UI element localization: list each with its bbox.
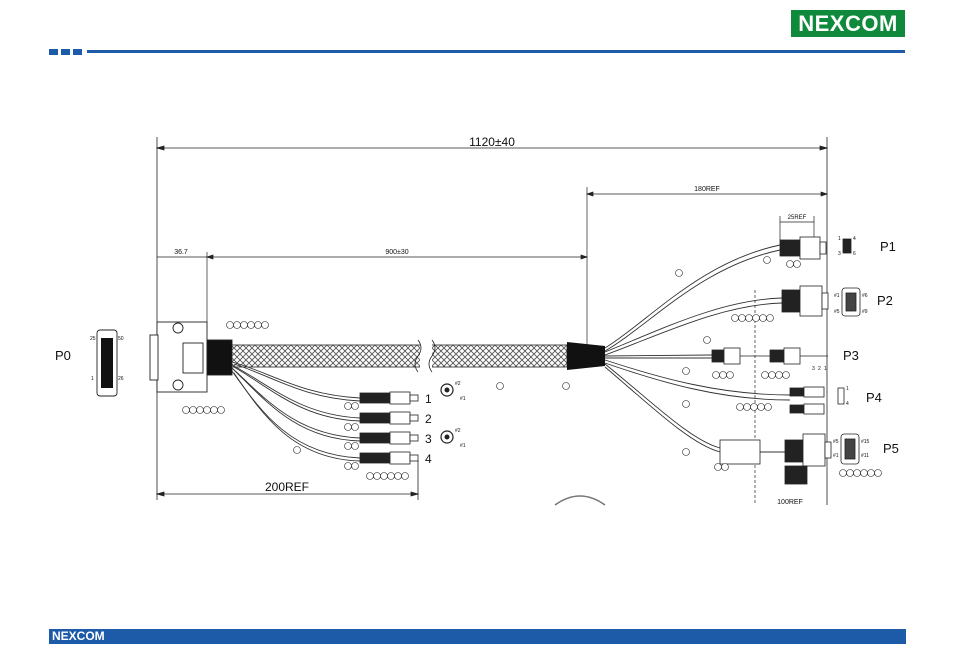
p5-pin-11: #11	[861, 453, 869, 459]
p1-pin-3: 3	[838, 251, 841, 257]
rca-plugs	[359, 391, 419, 465]
p2-pin-9: #9	[862, 309, 868, 315]
p4-pin-4: 4	[846, 401, 849, 407]
p2-connector	[781, 285, 861, 317]
ref200-dimension	[155, 460, 420, 500]
rca-label-2: 2	[425, 412, 432, 426]
p2-pin-5: #5	[834, 309, 840, 315]
p5-pin-5: #5	[833, 439, 839, 445]
p1-pin-1: 1	[838, 236, 841, 242]
rca-label-4: 4	[425, 452, 432, 466]
rca-label-1: 1	[425, 392, 432, 406]
header-line	[87, 50, 905, 53]
footer-logo: NEXCOM	[52, 629, 105, 643]
ref180-dimension	[585, 187, 829, 345]
p3-pin-2: 2	[818, 366, 821, 372]
nexcom-logo: NEXCOM	[791, 10, 905, 37]
p1-pin-4: 4	[853, 236, 856, 242]
d36-dimension	[157, 252, 589, 330]
p3-connector	[711, 347, 828, 365]
ref25-label: 25REF	[788, 215, 807, 221]
overall-length-label: 1120±40	[469, 135, 515, 149]
rca-face-views	[440, 383, 454, 444]
p3-label: P3	[843, 348, 859, 363]
ref180-label: 180REF	[694, 186, 720, 193]
p0-pin-1: 1	[91, 376, 94, 382]
p0-pin-50: 50	[118, 336, 124, 342]
p0-label: P0	[55, 348, 71, 363]
p5-pin-1: #1	[833, 453, 839, 459]
rca-label-3: 3	[425, 432, 432, 446]
p4-connector	[789, 386, 845, 415]
p1-pin-6: 6	[853, 251, 856, 257]
rca-branches	[231, 361, 361, 462]
rca-pin-2a: #2	[455, 381, 461, 387]
p4-label: P4	[866, 390, 882, 405]
p3-pin-1: 1	[824, 366, 827, 372]
rca-pin-1b: #1	[460, 443, 466, 449]
header-squares	[49, 49, 82, 55]
p0-pin-26: 26	[118, 376, 124, 382]
cable-break	[420, 340, 432, 372]
rca-pin-2b: #2	[455, 428, 461, 434]
p5-label: P5	[883, 441, 899, 456]
p2-pin-1: #1	[834, 293, 840, 299]
ref100-label: 100REF	[777, 499, 803, 506]
d36-label: 36.7	[174, 249, 188, 256]
ref25-dimension	[779, 216, 815, 240]
p1-connector	[779, 236, 852, 260]
p0-connector	[149, 321, 233, 393]
ref200-label: 200REF	[265, 480, 309, 494]
p5-pin-15: #15	[861, 439, 870, 445]
right-branches	[604, 244, 791, 453]
p4-pin-1: 1	[846, 386, 849, 392]
split-sleeve	[567, 342, 605, 370]
d900-label: 900±30	[385, 249, 408, 256]
balloon-callouts	[182, 256, 882, 480]
p2-pin-6: #6	[862, 293, 868, 299]
rca-pin-1a: #1	[460, 396, 466, 402]
p0-face-view	[96, 329, 118, 397]
p0-pin-25: 25	[90, 336, 96, 342]
p2-label: P2	[877, 293, 893, 308]
partial-arc	[554, 495, 606, 506]
footer-bar: NEXCOM	[49, 629, 906, 644]
p5-connector	[719, 433, 860, 485]
braided-cable	[231, 344, 568, 368]
p3-pin-3: 3	[812, 366, 815, 372]
p1-label: P1	[880, 239, 896, 254]
